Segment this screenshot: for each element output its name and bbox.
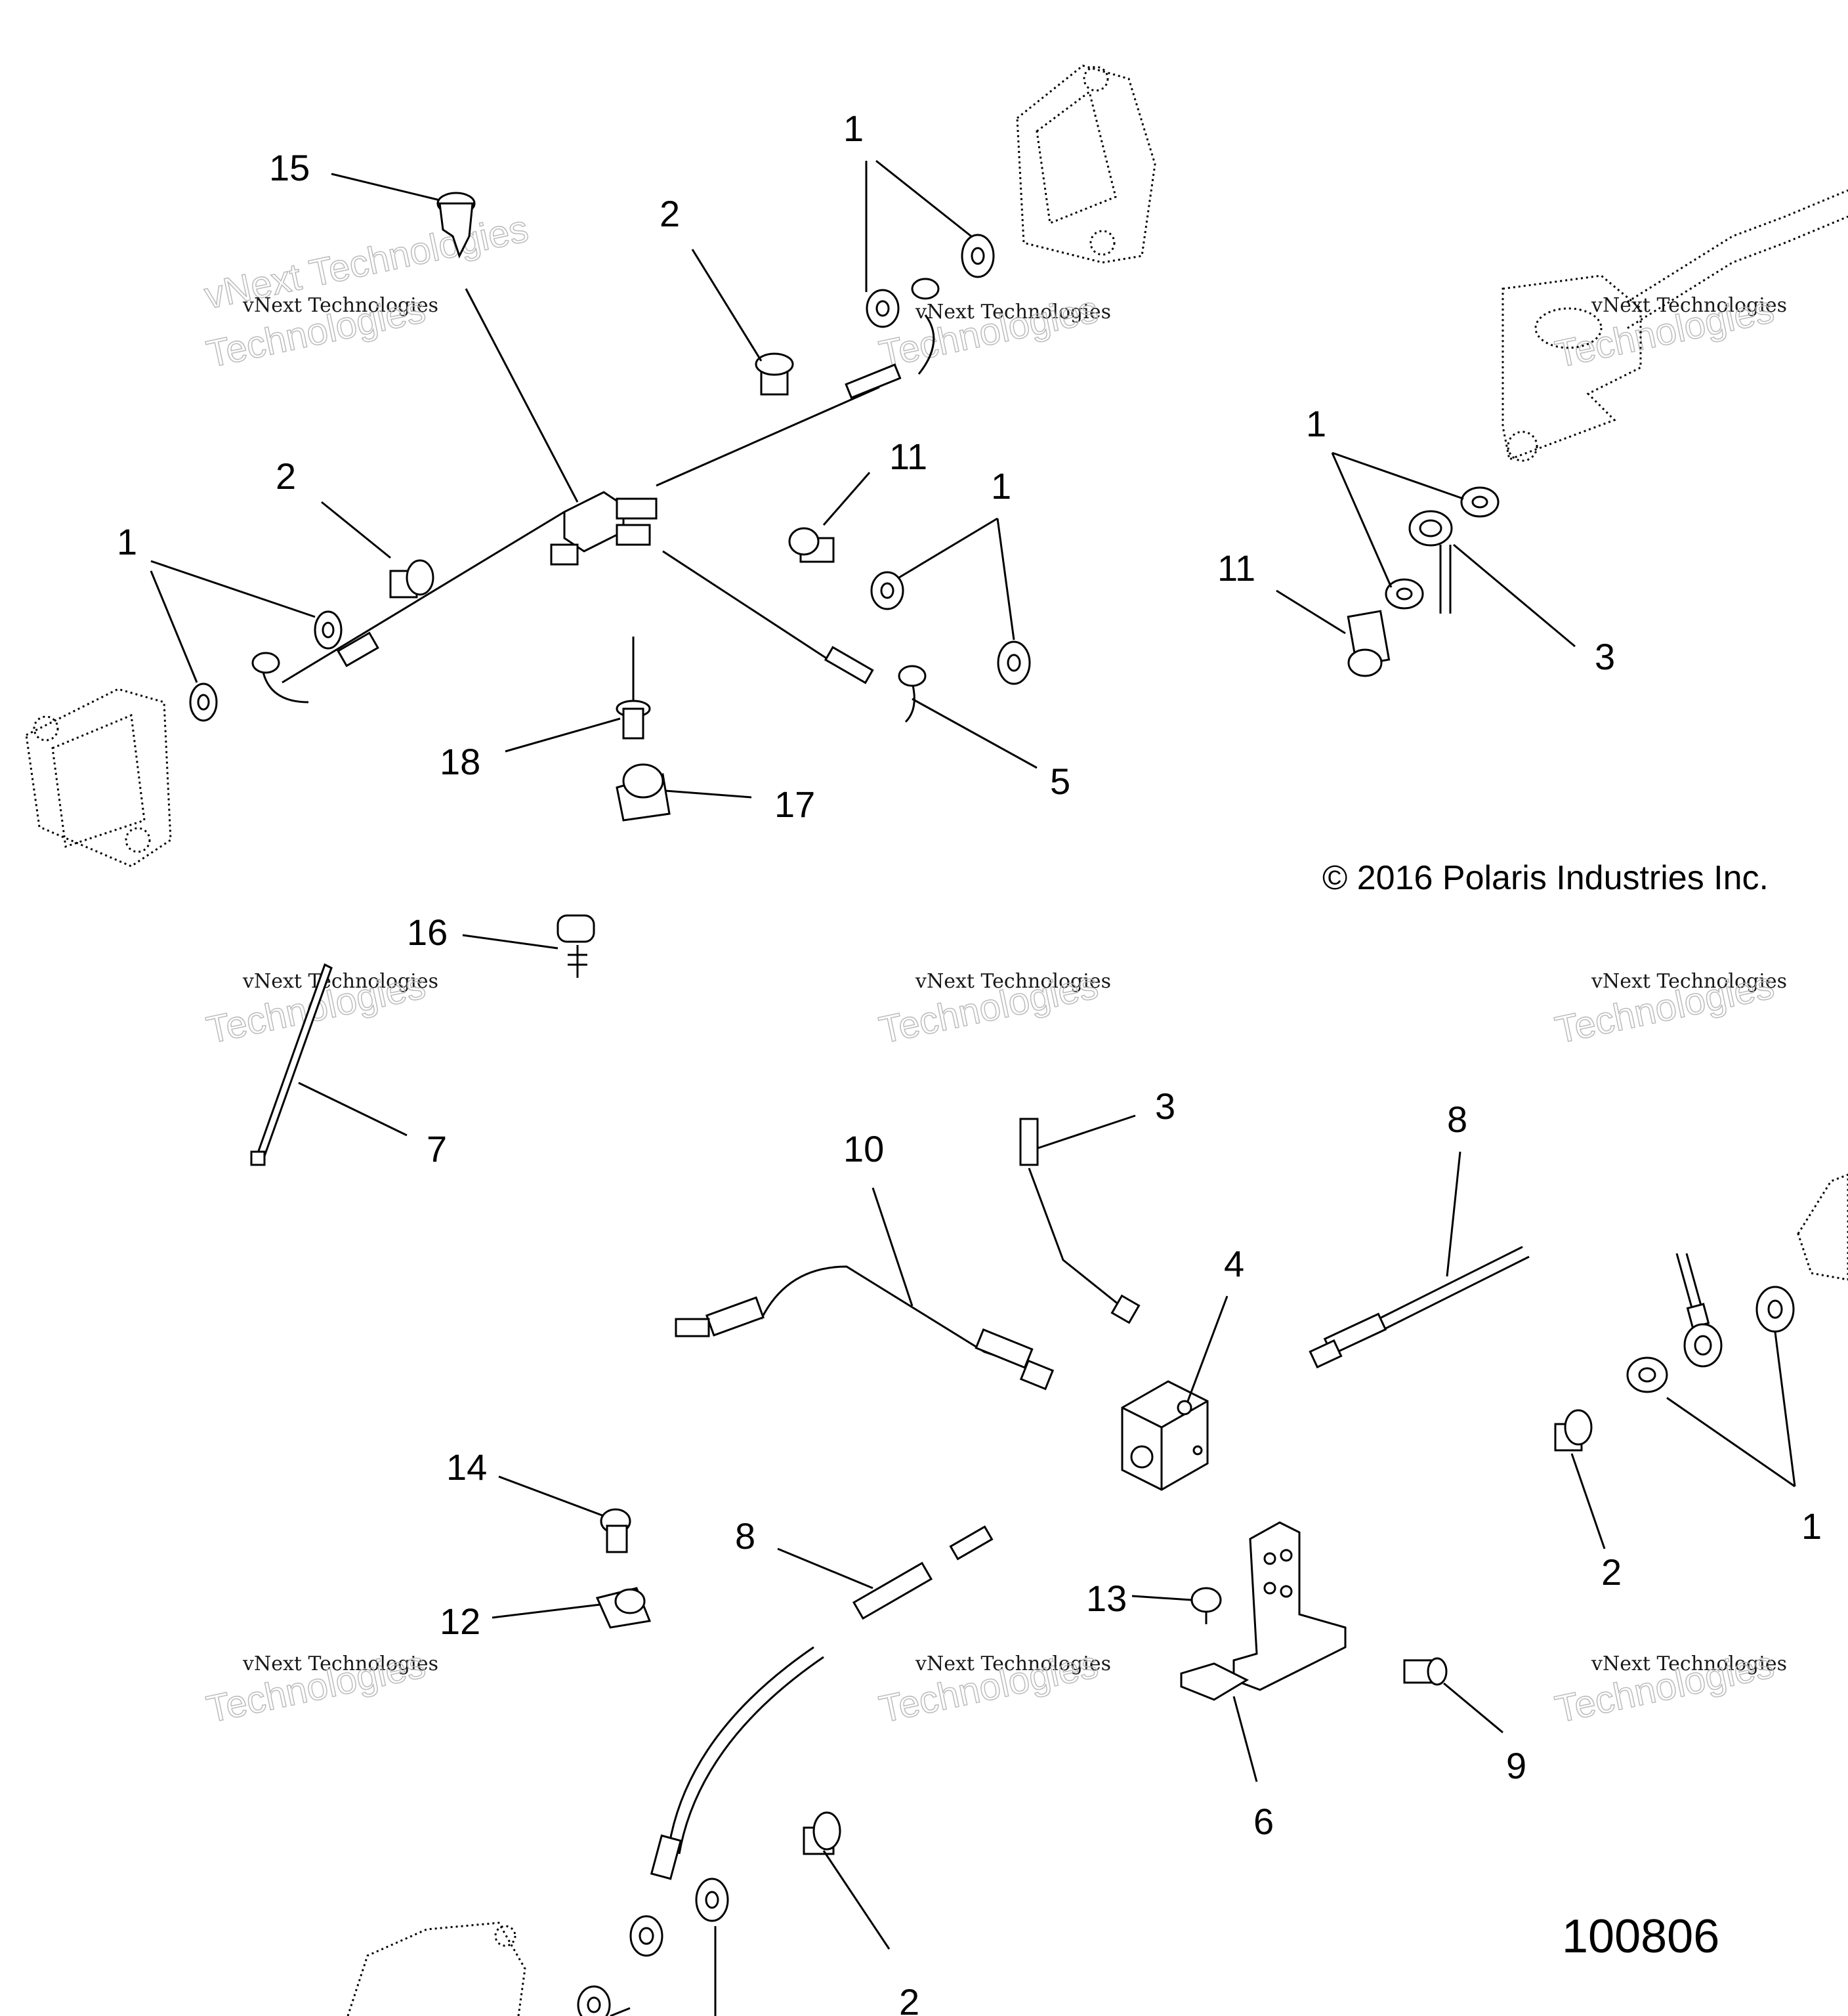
brake-line-10 [675, 1265, 1055, 1391]
callout-2: 2 [1601, 1551, 1622, 1593]
junction-block-4 [1121, 1380, 1209, 1491]
callout-11: 11 [1217, 547, 1255, 589]
callout-2: 2 [276, 455, 296, 497]
callout-13: 13 [1086, 1578, 1127, 1619]
callout-14: 14 [446, 1446, 487, 1488]
phantom-caliper-right [1797, 1173, 1848, 1281]
brake-line-8-right [1309, 1246, 1530, 1369]
watermark-text: vNext Technologies [242, 294, 438, 317]
phantom-caliper-bottom [346, 1922, 526, 2016]
callout-15: 15 [269, 147, 310, 188]
callout-7: 7 [427, 1128, 447, 1169]
callout-12: 12 [440, 1601, 480, 1642]
watermark-text: vNext Technologies [915, 301, 1111, 324]
screw-13 [1190, 1587, 1222, 1624]
phantom-caliper-top [1016, 64, 1156, 264]
banjo-bolts-2 [389, 352, 1593, 1855]
watermarks: vNext Technologies vNext Technologies vN… [200, 207, 1787, 1732]
bolts-11 [788, 527, 1391, 677]
brake-line-assembly [251, 278, 940, 723]
callout-2: 2 [660, 193, 680, 234]
callout-9: 9 [1506, 1745, 1526, 1786]
phantom-master-cylinder [1502, 189, 1848, 462]
watermark-text: vNext Technologies [1591, 294, 1787, 317]
callout-1: 1 [991, 465, 1011, 507]
diagram-number: 100806 [1562, 1910, 1719, 1963]
bracket-6 [1180, 1521, 1347, 1701]
phantom-caliper-left [25, 688, 172, 868]
rivet-18 [616, 637, 651, 740]
watermark-text: vNext Technologies [242, 1652, 438, 1675]
callout-1: 1 [843, 108, 864, 149]
callout-3: 3 [1595, 636, 1615, 677]
callout-2: 2 [899, 1981, 919, 2016]
brake-tee-fitting [550, 491, 658, 566]
callout-11: 11 [889, 436, 927, 477]
brake-line-3-top [1408, 510, 1453, 614]
callout-8: 8 [1447, 1099, 1467, 1140]
callout-10: 10 [843, 1128, 884, 1169]
callout-16: 16 [407, 912, 448, 953]
clip-17 [616, 763, 671, 822]
clip-12 [595, 1587, 652, 1629]
brake-line-3-middle [1019, 1118, 1141, 1324]
watermark-text: vNext Technologies [1591, 1652, 1787, 1675]
washers-1 [189, 234, 1795, 2016]
callout-8: 8 [735, 1515, 755, 1557]
watermark-text: vNext Technologies [915, 1652, 1111, 1675]
callout-4: 4 [1224, 1243, 1244, 1284]
callout-3: 3 [1155, 1085, 1175, 1127]
push-pin-15 [436, 192, 476, 259]
callout-6: 6 [1253, 1801, 1274, 1842]
callout-1: 1 [1306, 403, 1326, 444]
clamp-16 [556, 914, 595, 978]
watermark-text: vNext Technologies [242, 970, 438, 993]
leader-lines [150, 159, 1796, 2016]
callout-17: 17 [774, 784, 815, 825]
callout-5: 5 [1050, 761, 1070, 802]
brake-line-8-bottom [629, 1525, 994, 1957]
cable-tie-7 [250, 963, 333, 1166]
fastener-14 [600, 1508, 631, 1553]
watermark-text: vNext Technologies [1591, 970, 1787, 993]
callout-1: 1 [117, 521, 137, 562]
callout-18: 18 [440, 741, 480, 782]
callout-1: 1 [1801, 1505, 1822, 1547]
brake-line-right-banjo [1675, 1253, 1723, 1368]
callout-numbers: 15 2 1 2 1 11 1 18 17 5 1 11 3 16 7 3 10… [117, 108, 1822, 2016]
watermark-text: vNext Technologies [915, 970, 1111, 993]
copyright-notice: © 2016 Polaris Industries Inc. [1322, 859, 1769, 897]
fastener-9 [1403, 1657, 1448, 1686]
